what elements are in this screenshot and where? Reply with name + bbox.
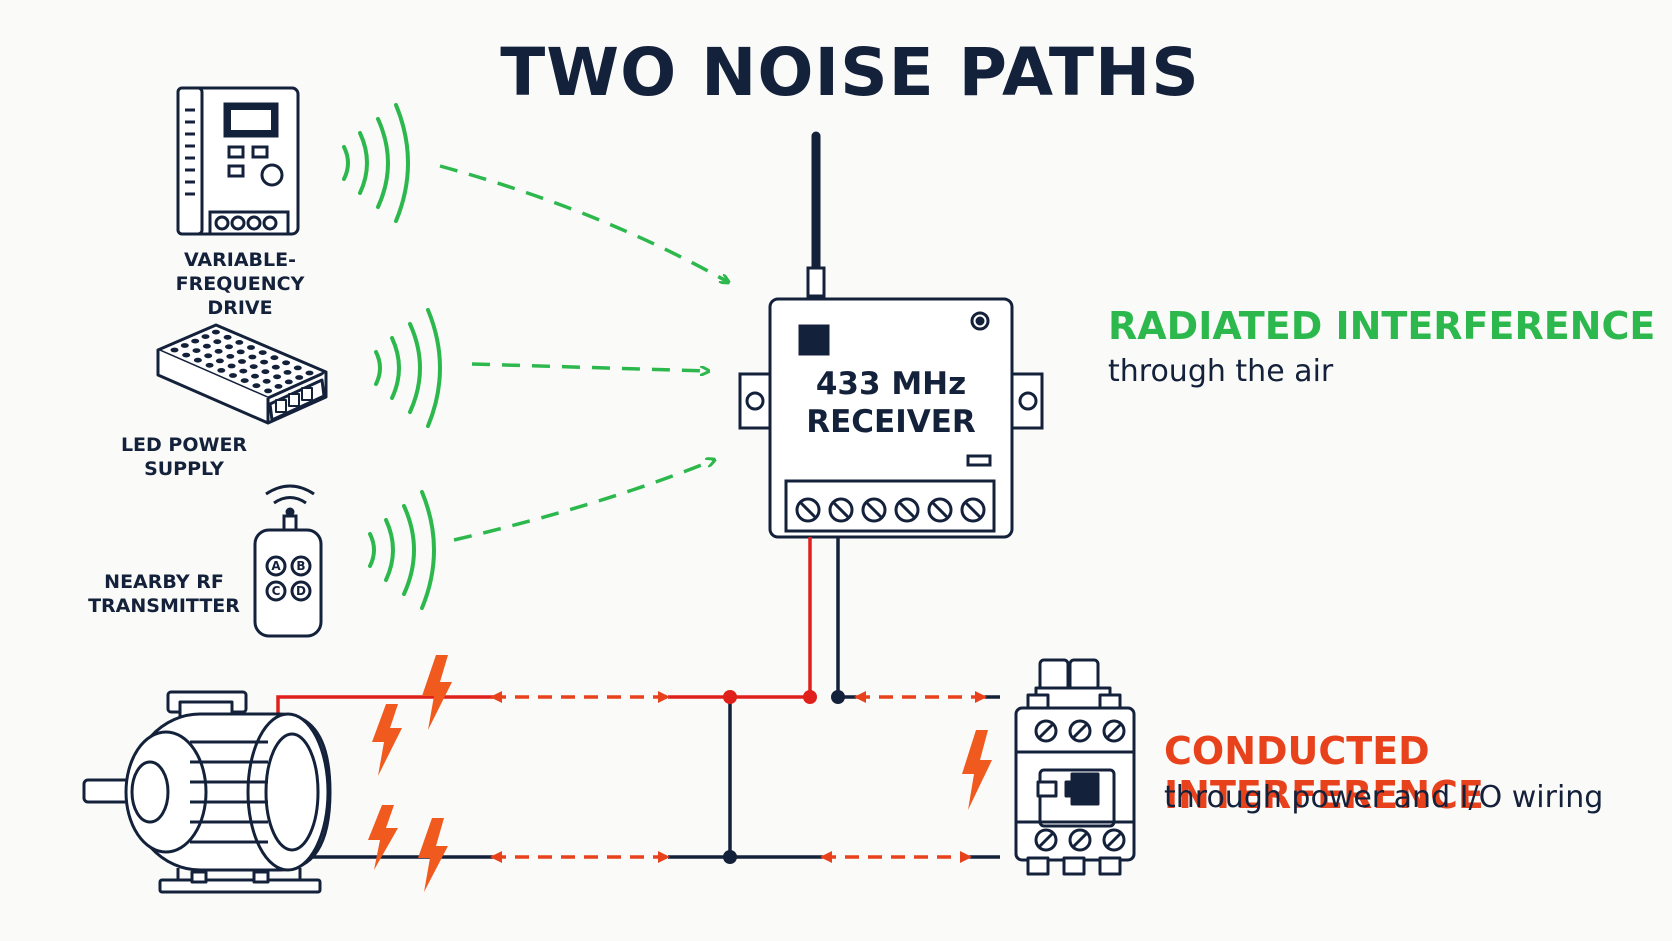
led-psu-label-line1: LED POWER — [120, 434, 248, 456]
vfd-label-line1: VARIABLE-FREQUENCY — [175, 249, 305, 295]
vfd-label: VARIABLE-FREQUENCY DRIVE — [120, 248, 360, 320]
conducted-arrows — [490, 691, 987, 863]
receiver-icon — [738, 131, 1044, 539]
remote-button-a: A — [271, 559, 281, 573]
radiated-arrows — [439, 164, 728, 542]
vfd-icon — [176, 86, 300, 236]
receiver-label: 433 MHz RECEIVER — [770, 365, 1012, 441]
conducted-subtitle: through power and I/O wiring — [1164, 780, 1604, 815]
receiver-name: RECEIVER — [806, 404, 976, 440]
rf-remote-icon — [253, 484, 323, 638]
led-psu-label-line2: SUPPLY — [144, 458, 224, 480]
led-power-supply-icon — [156, 323, 328, 425]
wire-junctions — [723, 690, 845, 864]
radiated-subtitle: through the air — [1108, 354, 1334, 389]
contactor-icon — [1014, 658, 1136, 876]
motor-icon — [82, 690, 332, 894]
lightning-bolt-icons — [368, 655, 992, 892]
led-power-supply-label: LED POWER SUPPLY — [104, 433, 264, 481]
page-title: TWO NOISE PATHS — [500, 34, 1200, 111]
radiated-title: RADIATED INTERFERENCE — [1108, 304, 1656, 348]
radiated-waves — [342, 103, 442, 610]
conducted-title: CONDUCTED INTERFERENCE — [1164, 729, 1484, 817]
vfd-label-line2: DRIVE — [207, 297, 273, 319]
receiver-frequency: 433 MHz — [815, 366, 967, 402]
rf-tx-label-line1: NEARBY RF — [104, 571, 224, 593]
remote-button-c: C — [272, 584, 281, 598]
rf-transmitter-label: NEARBY RF TRANSMITTER — [84, 570, 244, 618]
remote-button-d: D — [296, 584, 306, 598]
remote-button-b: B — [296, 559, 305, 573]
rf-tx-label-line2: TRANSMITTER — [88, 595, 240, 617]
